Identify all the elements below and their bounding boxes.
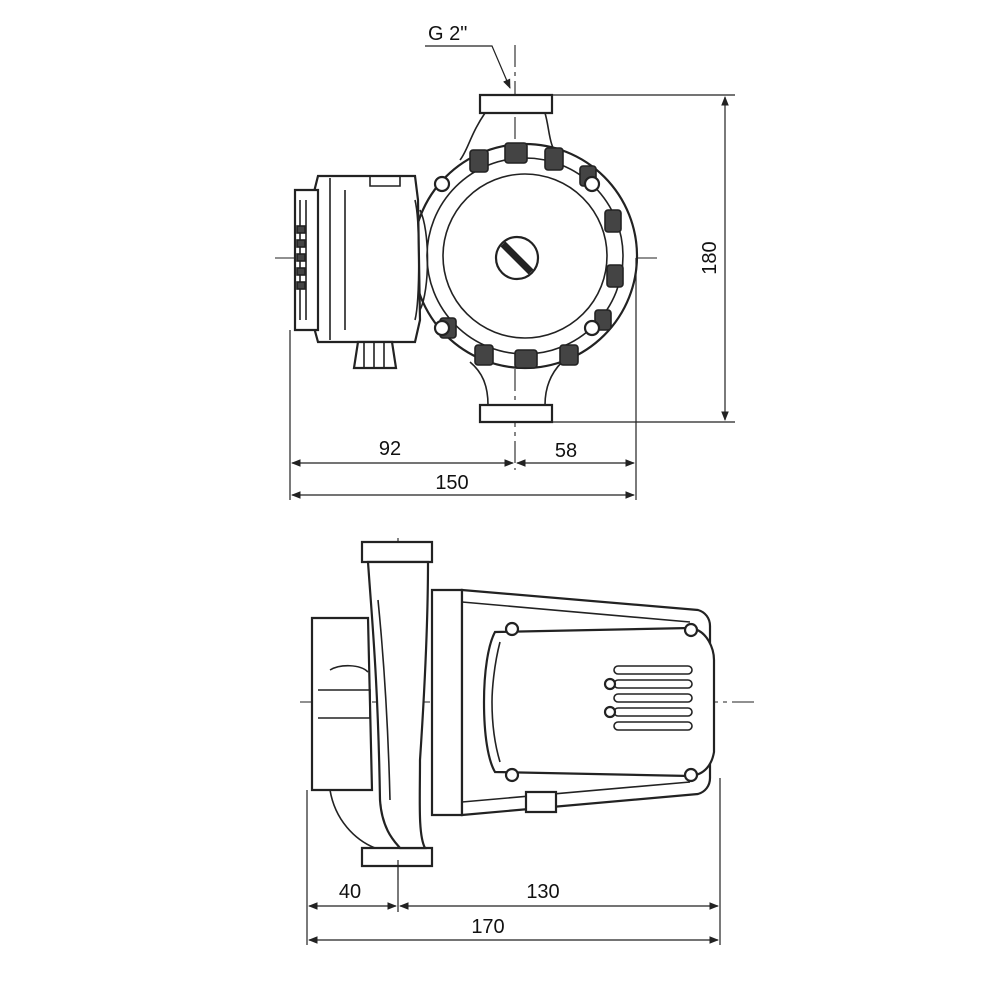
thread-label: G 2": [428, 23, 467, 45]
pump-body-pipe: [310, 560, 430, 850]
screw-icon: [683, 767, 699, 783]
screw-icon: [504, 767, 520, 783]
top-view: G 2" 180 92 58 150: [275, 23, 735, 500]
vent-slots: [603, 665, 693, 731]
dim-58-label: 58: [555, 440, 577, 462]
screw-icon: [683, 622, 699, 638]
dim-130-label: 130: [526, 881, 559, 903]
screw-icon: [504, 621, 520, 637]
side-dimensions: 40 130 170: [306, 778, 721, 945]
bolt-icon: [583, 319, 601, 337]
dim-180-label: 180: [699, 241, 721, 274]
pump-housing: [411, 142, 639, 370]
side-top-flange: [360, 540, 434, 564]
terminal-box: [293, 174, 429, 370]
dim-170-label: 170: [471, 916, 504, 938]
width-dimensions: 92 58 150: [289, 258, 637, 500]
motor-housing: [430, 588, 716, 817]
side-view: 40 130 170: [300, 538, 755, 945]
cable-gland: [352, 340, 398, 370]
height-dimension: 180: [552, 94, 735, 423]
bolt-icon: [583, 175, 601, 193]
bottom-inlet-flange: [469, 361, 563, 424]
dim-92-label: 92: [379, 438, 401, 460]
side-bottom-flange: [360, 846, 434, 868]
dim-40-label: 40: [339, 881, 361, 903]
bolt-icon: [433, 319, 451, 337]
dim-150-label: 150: [435, 472, 468, 494]
bottom-clip: [524, 790, 558, 814]
bolt-icon: [433, 175, 451, 193]
